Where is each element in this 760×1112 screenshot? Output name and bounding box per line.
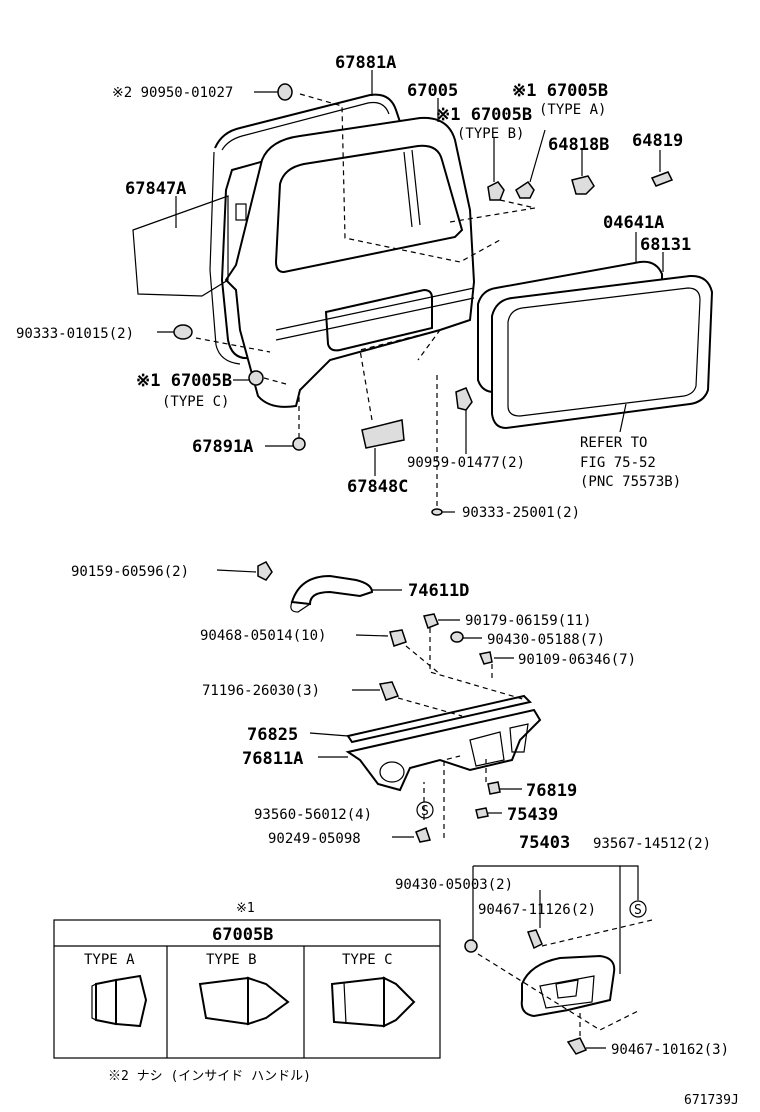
label-fig: FIG 75-52: [580, 455, 656, 471]
inset-type-a: TYPE A: [84, 952, 135, 968]
plug-90333-25001: [431, 508, 443, 516]
inset-note-mark: ※1: [236, 901, 255, 916]
clip-90468-05014: [389, 629, 407, 647]
label-68131: 68131: [640, 235, 691, 255]
label-04641A: 04641A: [603, 213, 664, 233]
emblem-base-75403: [520, 954, 616, 1018]
label-90468-05014: 90468-05014(10): [200, 628, 326, 644]
license-plate-recess: [324, 288, 433, 352]
label-67005B-type-c: ※1 67005B: [136, 371, 232, 391]
label-type-c: (TYPE C): [162, 394, 229, 410]
inset-table: ※1 67005B TYPE A TYPE B TYPE C: [53, 901, 441, 1059]
moulding-76825: [346, 694, 532, 744]
bolt-71196-26030: [378, 681, 400, 701]
label-64819: 64819: [632, 131, 683, 151]
label-90430-05003: 90430-05003(2): [395, 877, 513, 893]
cushion-type-c-drawing: [330, 976, 416, 1028]
part-64819: [650, 171, 674, 187]
back-door-67005: [224, 116, 476, 408]
label-refer-to: REFER TO: [580, 435, 647, 451]
label-pnc: (PNC 75573B): [580, 474, 681, 490]
label-93560-56012: 93560-56012(4): [254, 807, 372, 823]
screw-90109-06346: [478, 651, 493, 665]
label-90467-10162: 90467-10162(3): [611, 1042, 729, 1058]
cushion-67848C: [361, 419, 405, 449]
back-window-glass-68131: [491, 274, 714, 430]
pad-75439: [475, 807, 489, 819]
label-76811A: 76811A: [242, 749, 303, 769]
label-74611D: 74611D: [408, 581, 469, 601]
washer-90430-05003: [464, 939, 478, 953]
label-71196-26030: 71196-26030(3): [202, 683, 320, 699]
label-type-b: (TYPE B): [457, 126, 524, 142]
cushion-67005B-type-b: [487, 181, 505, 201]
label-90333-01015: 90333-01015(2): [16, 326, 134, 342]
label-90467-11126: 90467-11126(2): [478, 902, 596, 918]
label-76819: 76819: [526, 781, 577, 801]
washer-90430-05188: [450, 631, 464, 643]
label-75439: 75439: [507, 805, 558, 825]
inset-type-b: TYPE B: [206, 952, 257, 968]
cushion-67005B-type-a: [515, 180, 535, 199]
label-67005B-type-b: ※1 67005B: [436, 105, 532, 125]
cushion-67005B-type-c: [248, 370, 264, 386]
nut-90467-11126: [527, 929, 543, 950]
label-67848C: 67848C: [347, 477, 408, 497]
label-type-a: (TYPE A): [539, 102, 606, 118]
label-67005B-type-a: ※1 67005B: [512, 81, 608, 101]
label-90950-01027: ※2 90950-01027: [112, 85, 233, 101]
clip-90467-10162: [566, 1037, 588, 1055]
label-64818B: 64818B: [548, 135, 609, 155]
part-76819: [487, 781, 501, 795]
bumper-90959-01477: [455, 387, 473, 411]
diagram-id: 671739J: [684, 1093, 739, 1108]
inset-type-c: TYPE C: [342, 952, 393, 968]
cushion-type-b-drawing: [198, 976, 290, 1026]
label-93567-14512: 93567-14512(2): [593, 836, 711, 852]
bracket-64818B: [571, 175, 595, 195]
cover-67891A: [292, 437, 306, 451]
label-67005: 67005: [407, 81, 458, 101]
plug-90333-01015: [173, 324, 193, 340]
garnish-76811A: [345, 708, 542, 792]
label-90179-06159: 90179-06159(11): [465, 613, 591, 629]
bolt-90159-60596: [257, 561, 273, 581]
cushion-type-a-drawing: [91, 974, 148, 1028]
label-90159-60596: 90159-60596(2): [71, 564, 189, 580]
label-75403: 75403: [519, 833, 570, 853]
label-90109-06346: 90109-06346(7): [518, 652, 636, 668]
handle-74611D: [290, 574, 374, 606]
label-90959-01477: 90959-01477(2): [407, 455, 525, 471]
label-67891A: 67891A: [192, 437, 253, 457]
label-67847A: 67847A: [125, 179, 186, 199]
label-76825: 76825: [247, 725, 298, 745]
inset-title: 67005B: [212, 925, 273, 945]
footnote: ※2 ナシ (インサイド ハンドル): [108, 1069, 311, 1084]
label-90333-25001: 90333-25001(2): [462, 505, 580, 521]
s-symbol-2: S: [634, 903, 642, 918]
label-67881A: 67881A: [335, 53, 396, 73]
label-90249-05098: 90249-05098: [268, 831, 361, 847]
s-symbol-1: S: [421, 804, 429, 819]
stopper-90950-01027: [277, 83, 293, 101]
weatherstrip-04641A: [477, 260, 663, 394]
screw-90179-06159: [423, 613, 439, 629]
screw-90249-05098: [415, 827, 431, 843]
label-90430-05188: 90430-05188(7): [487, 632, 605, 648]
weatherstrip-67881A: [214, 93, 404, 360]
trim-board-67847A: [132, 195, 229, 297]
back-door-window: [274, 144, 464, 274]
